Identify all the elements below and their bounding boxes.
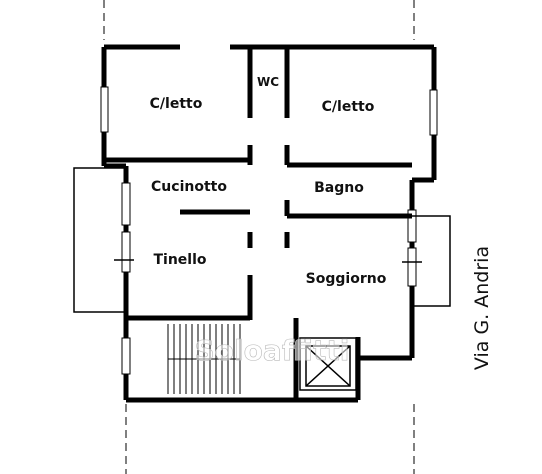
room-label-bathroom: Bagno [314, 180, 364, 196]
property-boundary-lines [103, 0, 415, 474]
room-label-wc: WC [257, 75, 279, 89]
interior-walls [104, 47, 412, 320]
windows [100, 43, 438, 375]
street-label: Via G. Andria [471, 246, 493, 370]
room-label-living: Soggiorno [306, 271, 387, 287]
stairs [167, 324, 241, 394]
balconies [73, 167, 451, 313]
watermark-logo: Soloaffitti [195, 334, 350, 367]
room-label-dining: Tinello [153, 252, 206, 268]
room-label-bedroom-right: C/letto [322, 99, 375, 115]
elevator-shaft [299, 337, 357, 391]
room-label-bedroom-left: C/letto [150, 96, 203, 112]
room-label-kitchenette: Cucinotto [151, 179, 227, 195]
